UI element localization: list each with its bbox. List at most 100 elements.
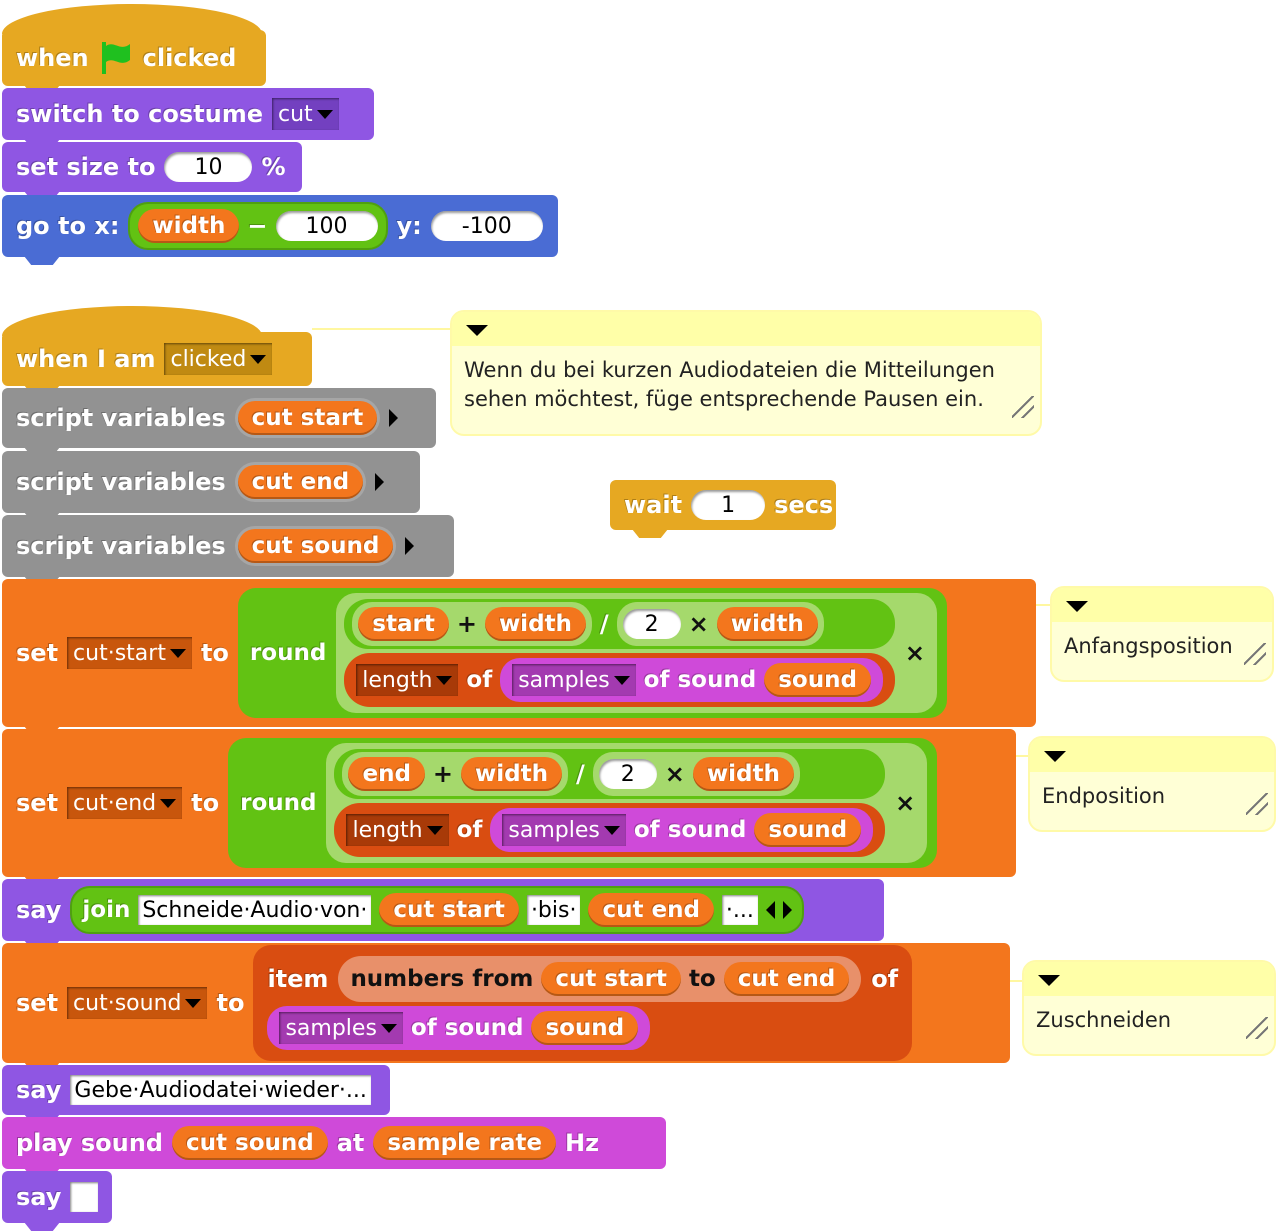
script-variables-block[interactable]: script variables cut end — [2, 451, 420, 513]
expand-arrow-icon[interactable] — [782, 901, 792, 919]
variable-cut-sound[interactable]: cut sound — [237, 529, 394, 563]
collapse-triangle-icon[interactable] — [1066, 601, 1088, 612]
times-reporter[interactable]: end + width / 2 × width length of sa — [326, 743, 928, 863]
variable-cut-end[interactable]: cut end — [237, 465, 364, 499]
times-inner-reporter[interactable]: 2 × width — [592, 752, 800, 796]
set-cut-start-block[interactable]: set cut·start to round start + width / 2… — [2, 579, 1036, 727]
wait-seconds-input[interactable]: 1 — [691, 490, 766, 520]
comment-pauses[interactable]: Wenn du bei kurzen Audiodateien die Mitt… — [450, 310, 1042, 436]
variable-start[interactable]: start — [358, 607, 449, 641]
variable-width[interactable]: width — [716, 607, 818, 641]
times-inner-reporter[interactable]: 2 × width — [616, 602, 824, 646]
chevron-down-icon — [426, 825, 443, 835]
variable-sound[interactable]: sound — [531, 1011, 639, 1045]
times-reporter[interactable]: start + width / 2 × width length of — [336, 593, 938, 713]
resize-handle-icon[interactable] — [1246, 1017, 1268, 1039]
variable-width[interactable]: width — [692, 757, 794, 791]
set-cut-end-block[interactable]: set cut·end to round end + width / 2 × w… — [2, 729, 1016, 877]
comment-endposition[interactable]: Endposition — [1028, 736, 1276, 832]
divide-reporter[interactable]: end + width / 2 × width — [334, 749, 886, 799]
chevron-down-icon — [250, 354, 267, 364]
collapse-arrow-icon[interactable] — [765, 901, 775, 919]
expand-arrow-icon[interactable] — [405, 537, 415, 555]
x-number-input[interactable]: 100 — [275, 211, 378, 241]
expand-arrow-icon[interactable] — [375, 473, 385, 491]
variable-sound[interactable]: sound — [764, 663, 871, 697]
number-input[interactable]: 2 — [598, 759, 657, 789]
variable-dropdown[interactable]: cut·start — [67, 637, 192, 669]
text-input[interactable]: ·... — [721, 895, 758, 925]
list-attribute-dropdown[interactable]: length — [356, 664, 459, 696]
script-variables-block[interactable]: script variables cut sound — [2, 515, 454, 577]
sound-attribute-dropdown[interactable]: samples — [502, 814, 626, 846]
variable-cut-end[interactable]: cut end — [588, 893, 714, 927]
resize-handle-icon[interactable] — [1244, 643, 1266, 665]
collapse-triangle-icon[interactable] — [1038, 975, 1060, 986]
join-reporter[interactable]: join Schneide·Audio·von· cut start ·bis·… — [70, 886, 804, 934]
variable-sound[interactable]: sound — [754, 813, 862, 847]
say-empty-block[interactable]: say — [2, 1171, 112, 1223]
number-input[interactable]: 2 — [622, 609, 681, 639]
say-block[interactable]: say Gebe·Audiodatei·wieder·... — [2, 1065, 390, 1115]
plus-reporter[interactable]: end + width — [342, 752, 568, 796]
text-input[interactable]: Gebe·Audiodatei·wieder·... — [70, 1075, 371, 1105]
say-join-block[interactable]: say join Schneide·Audio·von· cut start ·… — [2, 879, 884, 941]
attribute-value: length — [362, 667, 433, 693]
script-variables-block[interactable]: script variables cut start — [2, 388, 436, 448]
when-flag-clicked-hat[interactable]: when clicked — [2, 4, 266, 86]
collapse-triangle-icon[interactable] — [466, 325, 488, 336]
round-reporter[interactable]: round end + width / 2 × width — [228, 738, 938, 868]
length-of-reporter[interactable]: length of samples of sound sound — [344, 653, 895, 707]
text-input[interactable]: Schneide·Audio·von· — [138, 895, 372, 925]
go-to-xy-block[interactable]: go to x: width − 100 y: -100 — [2, 195, 558, 257]
numbers-from-reporter[interactable]: numbers from cut start to cut end — [338, 956, 862, 1002]
variable-cut-start[interactable]: cut start — [541, 962, 681, 996]
round-reporter[interactable]: round start + width / 2 × width — [237, 588, 948, 718]
switch-costume-block[interactable]: switch to costume cut — [2, 88, 374, 140]
text-input[interactable]: ·bis· — [526, 895, 581, 925]
say-label: say — [16, 1183, 62, 1211]
resize-handle-icon[interactable] — [1012, 396, 1034, 418]
costume-dropdown[interactable]: cut — [271, 98, 339, 130]
variable-width[interactable]: width — [484, 607, 586, 641]
set-size-block[interactable]: set size to 10 % — [2, 142, 302, 192]
item-of-reporter[interactable]: item numbers from cut start to cut end o… — [253, 945, 913, 1061]
variable-cut-sound[interactable]: cut sound — [172, 1126, 328, 1160]
minus-reporter[interactable]: width − 100 — [128, 202, 388, 250]
variable-dropdown[interactable]: cut·sound — [67, 987, 208, 1019]
when-i-am-clicked-hat[interactable]: when I am clicked — [2, 306, 312, 386]
variable-dropdown[interactable]: cut·end — [67, 787, 183, 819]
list-attribute-dropdown[interactable]: length — [346, 814, 449, 846]
samples-of-sound-reporter[interactable]: samples of sound sound — [500, 658, 883, 702]
variable-end[interactable]: end — [348, 757, 425, 791]
size-input[interactable]: 10 — [164, 152, 253, 182]
of-sound-label: of sound — [633, 817, 747, 843]
variable-cut-start[interactable]: cut start — [237, 401, 378, 435]
variable-width[interactable]: width — [461, 757, 562, 791]
play-sound-block[interactable]: play sound cut sound at sample rate Hz — [2, 1117, 666, 1169]
width-variable[interactable]: width — [138, 209, 240, 243]
sound-attribute-dropdown[interactable]: samples — [512, 664, 636, 696]
collapse-triangle-icon[interactable] — [1044, 751, 1066, 762]
resize-handle-icon[interactable] — [1246, 793, 1268, 815]
comment-header — [1052, 588, 1272, 622]
variable-cut-start[interactable]: cut start — [379, 893, 519, 927]
comment-text: Anfangsposition — [1064, 634, 1233, 658]
length-of-reporter[interactable]: length of samples of sound sound — [334, 803, 886, 857]
set-cut-sound-block[interactable]: set cut·sound to item numbers from cut s… — [2, 943, 1010, 1063]
expand-arrow-icon[interactable] — [389, 409, 399, 427]
variable-cut-end[interactable]: cut end — [723, 962, 850, 996]
event-dropdown[interactable]: clicked — [164, 343, 273, 375]
sound-attribute-dropdown[interactable]: samples — [279, 1012, 403, 1044]
times-operator: × — [688, 610, 709, 638]
comment-anfangsposition[interactable]: Anfangsposition — [1050, 586, 1274, 682]
text-input[interactable] — [70, 1182, 99, 1212]
comment-zuschneiden[interactable]: Zuschneiden — [1022, 960, 1276, 1056]
wait-secs-block[interactable]: wait 1 secs — [610, 480, 836, 530]
plus-reporter[interactable]: start + width — [352, 602, 592, 646]
samples-of-sound-reporter[interactable]: samples of sound sound — [267, 1006, 651, 1050]
samples-of-sound-reporter[interactable]: samples of sound sound — [490, 808, 874, 852]
divide-reporter[interactable]: start + width / 2 × width — [344, 599, 895, 649]
variable-sample-rate[interactable]: sample rate — [373, 1126, 556, 1160]
y-input[interactable]: -100 — [430, 211, 543, 241]
